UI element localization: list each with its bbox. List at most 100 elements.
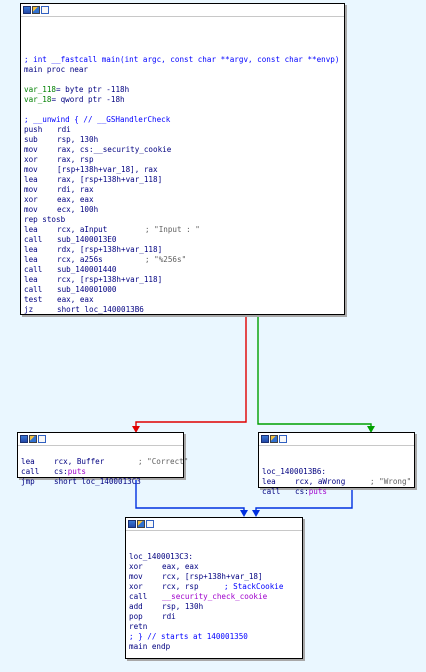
- stack-cookie-comment: ; StackCookie: [224, 582, 284, 591]
- operand: rcx, rsp: [162, 582, 199, 591]
- operand[interactable]: rcx, aWrong: [295, 477, 346, 486]
- unwind-comment: ; __unwind { // __GSHandlerCheck: [24, 115, 171, 124]
- mnemonic: call: [262, 487, 281, 496]
- asm-line: sub rsp, 130h: [24, 135, 344, 145]
- var-18-name[interactable]: var_18: [24, 95, 52, 104]
- edge-wrong-arrowhead: [252, 510, 260, 517]
- mnemonic: lea: [24, 225, 38, 234]
- operand: rdi: [162, 612, 176, 621]
- jump-target[interactable]: short loc_1400013B6: [57, 305, 144, 314]
- loc-label[interactable]: loc_1400013C3:: [129, 552, 194, 561]
- operand[interactable]: rax, [rsp+138h+var_118]: [57, 175, 163, 184]
- edge-false-arrowhead: [132, 426, 140, 433]
- change-color-icon[interactable]: [279, 435, 287, 443]
- operand: rsp, 130h: [162, 602, 204, 611]
- graph-node-icon[interactable]: [128, 520, 136, 528]
- asm-line: mov [rsp+138h+var_18], rax: [24, 165, 344, 175]
- mnemonic: call: [24, 235, 43, 244]
- mnemonic: mov: [24, 205, 38, 214]
- operand[interactable]: rcx, [rsp+138h+var_18]: [162, 572, 263, 581]
- call-target[interactable]: __security_check_cookie: [162, 592, 268, 601]
- change-color-icon[interactable]: [146, 520, 154, 528]
- edit-node-icon[interactable]: [137, 520, 145, 528]
- jump-target[interactable]: short loc_1400013C3: [54, 477, 141, 486]
- call-target[interactable]: puts: [67, 467, 87, 476]
- asm-line: push rdi: [24, 125, 344, 135]
- var-118-type: = byte ptr -118h: [56, 85, 130, 94]
- call-target[interactable]: sub_140001440: [57, 265, 117, 274]
- endp-line[interactable]: main endp: [129, 642, 171, 651]
- operand[interactable]: rcx, aInput: [57, 225, 108, 234]
- loc-label[interactable]: loc_1400013B6:: [262, 467, 327, 476]
- main-block-node[interactable]: ; int __fastcall main(int argc, const ch…: [20, 3, 345, 315]
- unwind-end-comment: ; } // starts at 140001350: [129, 632, 248, 641]
- mnemonic: call: [24, 265, 43, 274]
- edit-node-icon[interactable]: [32, 6, 40, 14]
- edit-node-icon[interactable]: [29, 435, 37, 443]
- asm-line: call__security_check_cookie: [129, 592, 302, 602]
- graph-node-icon[interactable]: [20, 435, 28, 443]
- mnemonic: mov: [24, 165, 38, 174]
- operand: rax, rsp: [57, 155, 94, 164]
- change-color-icon[interactable]: [41, 6, 49, 14]
- graph-node-icon[interactable]: [261, 435, 269, 443]
- mnemonic: lea: [24, 255, 38, 264]
- mnemonic: add: [129, 602, 143, 611]
- mnemonic: push: [24, 125, 43, 134]
- operand: eax, eax: [57, 195, 94, 204]
- segment-prefix: cs:: [54, 467, 68, 476]
- operand[interactable]: [rsp+138h+var_18], rax: [57, 165, 158, 174]
- mnemonic: test: [24, 295, 43, 304]
- mnemonic: pop: [129, 612, 143, 621]
- proc-line[interactable]: main proc near: [24, 65, 89, 74]
- mnemonic: mov: [24, 185, 38, 194]
- change-color-icon[interactable]: [38, 435, 46, 443]
- asm-line: call sub_140001440: [24, 265, 344, 275]
- operand[interactable]: rcx, Buffer: [54, 457, 105, 466]
- func-signature-comment: ; int __fastcall main(int argc, const ch…: [24, 55, 340, 64]
- mnemonic: jz: [24, 305, 34, 314]
- string-comment: ; "Wrong": [370, 477, 412, 486]
- string-comment: ; "Input : ": [145, 225, 200, 234]
- call-target[interactable]: sub_140001000: [57, 285, 117, 294]
- operand[interactable]: rcx, [rsp+138h+var_118]: [57, 275, 163, 284]
- asm-line: jz short loc_1400013B6: [24, 305, 344, 315]
- asm-line: lea rcx, aInput ; "Input : ": [24, 225, 344, 235]
- mnemonic: call: [21, 467, 40, 476]
- operand: ecx, 100h: [57, 205, 99, 214]
- operand[interactable]: rax, cs:__security_cookie: [57, 145, 172, 154]
- asm-line: mov ecx, 100h: [24, 205, 344, 215]
- call-target[interactable]: puts: [308, 487, 328, 496]
- mnemonic: sub: [24, 135, 38, 144]
- main-block-titlebar: [21, 4, 344, 17]
- correct-block-titlebar: [18, 433, 183, 446]
- var-118-name[interactable]: var_118: [24, 85, 57, 94]
- operand[interactable]: rcx, a256s: [57, 255, 103, 264]
- operand: rdi: [57, 125, 71, 134]
- edit-node-icon[interactable]: [270, 435, 278, 443]
- call-target[interactable]: sub_1400013E0: [57, 235, 117, 244]
- asm-line: call sub_1400013E0: [24, 235, 344, 245]
- operand[interactable]: rdx, [rsp+138h+var_118]: [57, 245, 163, 254]
- graph-node-icon[interactable]: [23, 6, 31, 14]
- operand: rsp, 130h: [57, 135, 99, 144]
- mnemonic: lea: [24, 275, 38, 284]
